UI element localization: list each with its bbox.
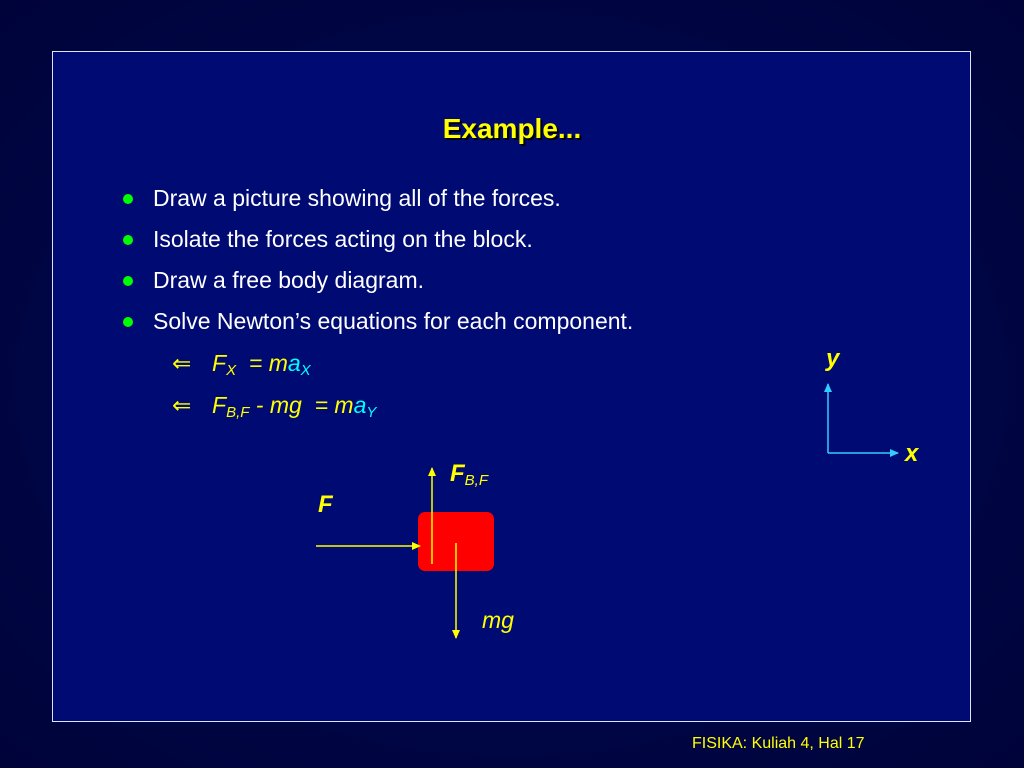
eq-gravity-term: - mg bbox=[249, 392, 302, 418]
eq-mass: m bbox=[334, 392, 354, 418]
bullet-text: Draw a picture showing all of the forces… bbox=[153, 185, 561, 211]
bullet-text: Solve Newton’s equations for each compon… bbox=[153, 308, 634, 334]
equation-x: ⇐FX = maX bbox=[172, 350, 311, 379]
bullet-item: Draw a picture showing all of the forces… bbox=[123, 183, 633, 224]
slide-footer: FISIKA: Kuliah 4, Hal 17 bbox=[692, 735, 865, 752]
eq-lhs: F bbox=[212, 392, 227, 418]
bullet-item: Draw a free body diagram. bbox=[123, 265, 633, 306]
eq-accel-sub: X bbox=[300, 362, 311, 379]
bullet-item: Isolate the forces acting on the block. bbox=[123, 224, 633, 265]
eq-accel: a bbox=[353, 392, 367, 418]
bullet-dot-icon bbox=[123, 317, 133, 327]
bullet-dot-icon bbox=[123, 235, 133, 245]
eq-lhs-sub: B,F bbox=[226, 404, 250, 421]
block bbox=[418, 512, 494, 571]
bullet-text: Draw a free body diagram. bbox=[153, 267, 425, 293]
y-axis-label: y bbox=[826, 345, 840, 372]
x-axis-label: x bbox=[905, 440, 919, 467]
eq-sign: = bbox=[248, 350, 269, 376]
normal-force-label: FB,F bbox=[450, 460, 488, 489]
normal-force-symbol: F bbox=[450, 460, 465, 487]
eq-accel: a bbox=[287, 350, 301, 376]
left-arrow-icon: ⇐ bbox=[172, 350, 192, 376]
bullet-item: Solve Newton’s equations for each compon… bbox=[123, 306, 633, 347]
bullet-dot-icon bbox=[123, 194, 133, 204]
bullet-dot-icon bbox=[123, 276, 133, 286]
slide-frame bbox=[52, 51, 971, 722]
eq-lhs: F bbox=[212, 350, 227, 376]
bullet-text: Isolate the forces acting on the block. bbox=[153, 226, 533, 252]
gravity-force-label: mg bbox=[482, 607, 514, 633]
eq-sign: = bbox=[314, 392, 335, 418]
eq-mass: m bbox=[268, 350, 288, 376]
eq-accel-sub: Y bbox=[366, 404, 377, 421]
equation-y: ⇐ FB,F - mg = maY bbox=[172, 392, 376, 421]
eq-lhs-sub: X bbox=[226, 362, 237, 379]
left-arrow-icon: ⇐ bbox=[172, 392, 192, 418]
bullet-list: Draw a picture showing all of the forces… bbox=[123, 183, 633, 347]
slide-title: Example... bbox=[442, 113, 582, 144]
normal-force-sub: B,F bbox=[464, 472, 489, 489]
applied-force-label: F bbox=[318, 491, 333, 518]
